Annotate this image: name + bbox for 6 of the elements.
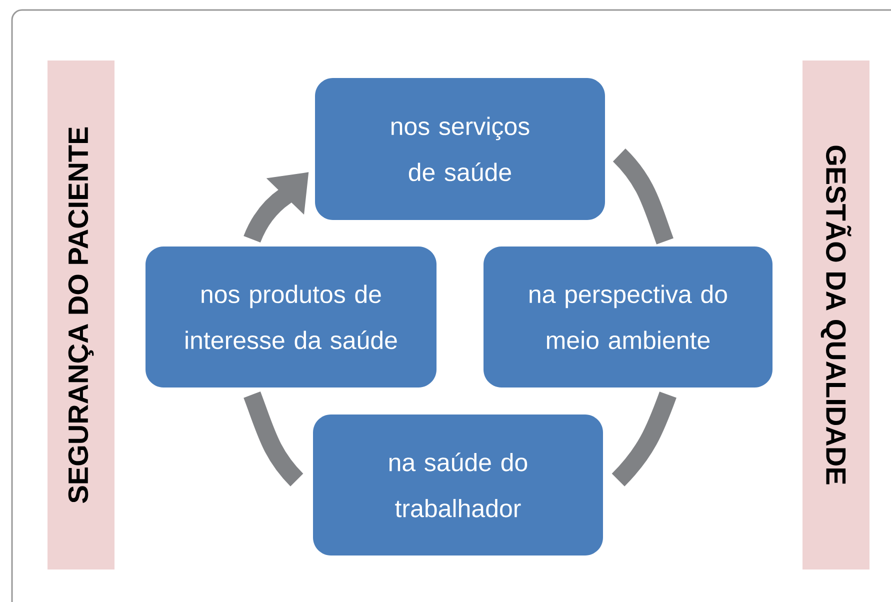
process-box: na saúde do trabalhador: [313, 414, 603, 556]
side-band: GESTÃO DA QUALIDADE: [802, 60, 870, 570]
side-band: SEGURANÇA DO PACIENTE: [48, 60, 114, 570]
process-box: nos serviços de saúde: [315, 78, 605, 220]
process-box: nos produtos de interesse da saúde: [146, 246, 436, 388]
process-box: na perspectiva do meio ambiente: [484, 246, 772, 388]
